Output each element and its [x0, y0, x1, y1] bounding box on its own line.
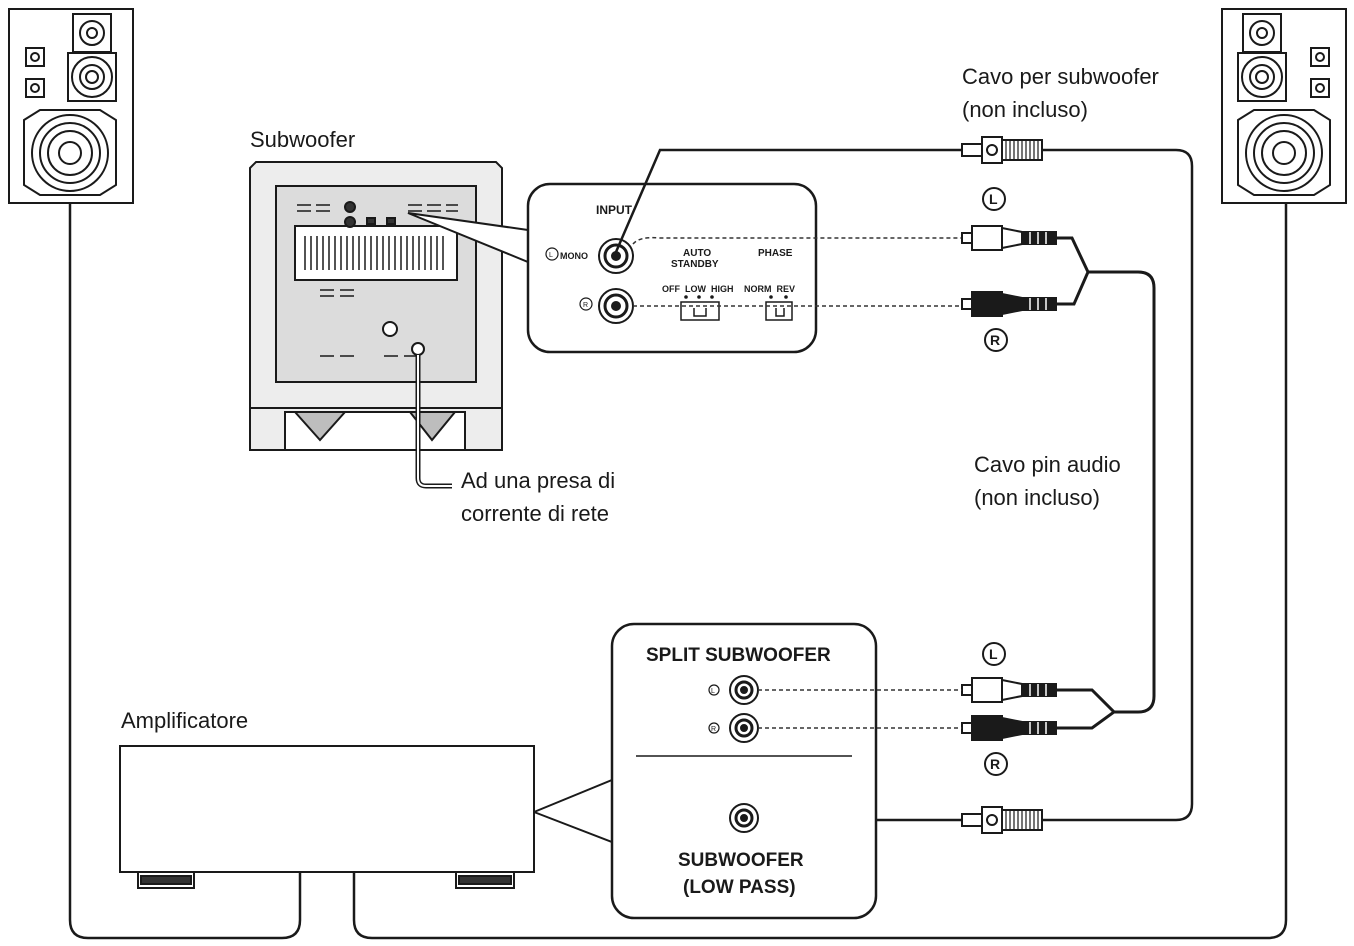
phase-label: PHASE [758, 248, 793, 259]
sub-cable-label-2: (non incluso) [962, 97, 1088, 122]
amp-output-panel: L R SPLIT SUBWOOFER SUBWOOFER (LOW PASS) [610, 622, 878, 920]
right-speaker [1221, 8, 1347, 204]
pin-cable-bottom [1056, 688, 1117, 730]
pin-cable-top-l [1056, 236, 1090, 306]
subwoofer-out-label: SUBWOOFER [678, 850, 804, 871]
pin-cable-run [1088, 270, 1156, 714]
outlet-label-2: corrente di rete [461, 501, 609, 526]
mono-label: MONO [560, 251, 588, 261]
left-speaker [8, 8, 134, 204]
sub-cable-plug-top [961, 136, 1043, 164]
svg-text:L: L [989, 191, 998, 207]
rca-plug-bottom-l [961, 677, 1057, 703]
r-mark-small: R [583, 302, 588, 309]
svg-text:R: R [990, 756, 1000, 772]
amplifier-title: Amplificatore [121, 708, 248, 733]
subwoofer-title: Subwoofer [250, 127, 355, 152]
channel-mark-r-bottom: R [984, 752, 1008, 776]
left-speaker-wire [68, 203, 302, 940]
right-speaker-wire [352, 203, 1288, 940]
rca-plug-top-l [961, 225, 1057, 251]
amp-callout-wedge [533, 778, 613, 844]
rca-plug-bottom-r [961, 715, 1057, 741]
outlet-label-1: Ad una presa di [461, 468, 615, 493]
svg-text:R: R [990, 332, 1000, 348]
sub-cable-label-1: Cavo per subwoofer [962, 64, 1159, 89]
standby-options: OFF LOW HIGH [662, 284, 734, 294]
amp-l-mark: L [711, 688, 715, 695]
channel-mark-l-bottom: L [982, 642, 1006, 666]
pin-cable-label-2: (non incluso) [974, 485, 1100, 510]
subwoofer-unit [249, 161, 503, 451]
input-label: INPUT [596, 203, 633, 217]
svg-text:L: L [989, 646, 998, 662]
auto-label: AUTO [683, 248, 711, 259]
amp-r-mark: R [711, 726, 716, 733]
standby-label: STANDBY [671, 259, 719, 270]
low-pass-label: (LOW PASS) [683, 877, 796, 898]
amplifier-unit [119, 745, 535, 889]
channel-mark-r-top: R [984, 328, 1008, 352]
split-subwoofer-label: SPLIT SUBWOOFER [646, 645, 831, 666]
sub-cable-plug-bottom [961, 806, 1043, 834]
sub-input-panel: INPUT L MONO R AUTO STANDBY OFF LOW HIGH… [526, 182, 818, 354]
l-mark-small: L [549, 252, 553, 259]
rca-plug-top-r [961, 291, 1057, 317]
sub-dashed-l [632, 236, 962, 245]
channel-mark-l-top: L [982, 187, 1006, 211]
phase-options: NORM REV [744, 284, 795, 294]
pin-cable-label-1: Cavo pin audio [974, 452, 1121, 477]
